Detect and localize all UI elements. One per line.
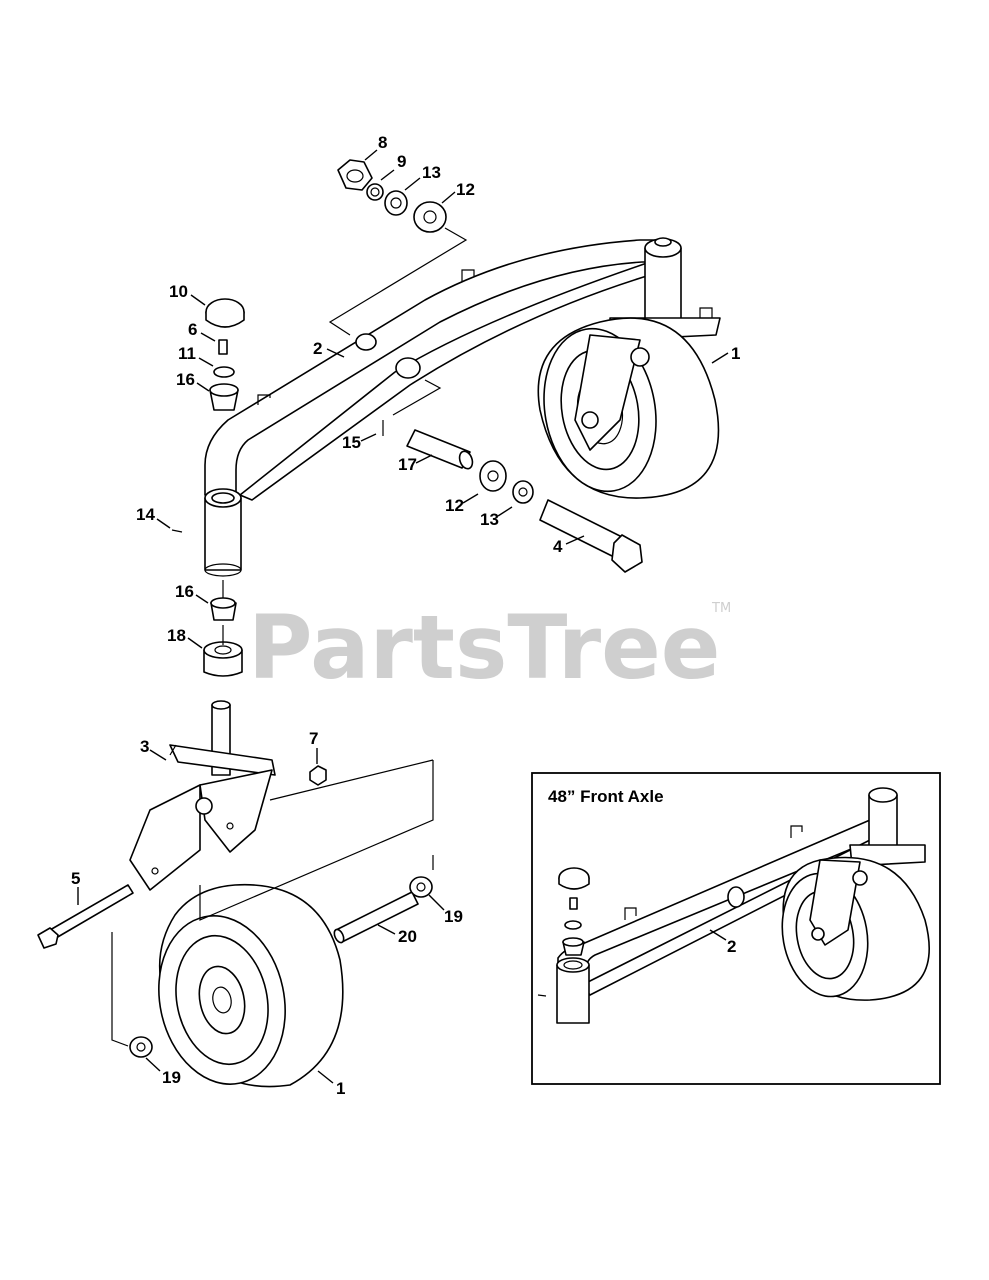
explode-lines-lower [111, 759, 434, 1047]
callout-17: 17 [398, 455, 417, 474]
callout-6: 6 [188, 320, 197, 339]
inset-callout-2: 2 [727, 937, 736, 956]
hardware-upper [171, 159, 643, 677]
callout-20: 20 [398, 927, 417, 946]
callout-15: 15 [342, 433, 361, 452]
callout-8: 8 [378, 133, 387, 152]
inset-title: 48” Front Axle [548, 787, 664, 806]
callout-13-top: 13 [422, 163, 441, 182]
callout-19-left: 19 [162, 1068, 181, 1087]
wheel-lower [129, 876, 433, 1088]
callout-2-top: 2 [313, 339, 322, 358]
callout-12-top: 12 [456, 180, 475, 199]
callouts: 8 9 13 12 10 6 11 16 2 1 15 17 12 13 4 1… [71, 133, 740, 1098]
watermark-trademark: TM [711, 601, 731, 616]
callout-16-bottom: 16 [175, 582, 194, 601]
callout-16-top: 16 [176, 370, 195, 389]
callout-4: 4 [553, 537, 563, 556]
callout-11: 11 [178, 344, 196, 363]
explode-lines-upper [222, 227, 468, 645]
callout-18: 18 [167, 626, 186, 645]
callout-12-mid: 12 [445, 496, 464, 515]
callout-7: 7 [309, 729, 318, 748]
callout-1-top: 1 [731, 344, 740, 363]
wheel-upper [537, 317, 720, 499]
callout-5: 5 [71, 869, 80, 888]
callout-14: 14 [136, 505, 155, 524]
callout-19-right: 19 [444, 907, 463, 926]
watermark-text: PartsTree [248, 596, 720, 699]
callout-10: 10 [169, 282, 188, 301]
callout-9: 9 [397, 152, 406, 171]
callout-3: 3 [140, 737, 149, 756]
callout-1-bottom: 1 [336, 1079, 345, 1098]
callout-13-mid: 13 [480, 510, 499, 529]
caster-assembly [37, 700, 327, 949]
inset-48-front-axle: 48” Front Axle 2 [531, 772, 941, 1085]
